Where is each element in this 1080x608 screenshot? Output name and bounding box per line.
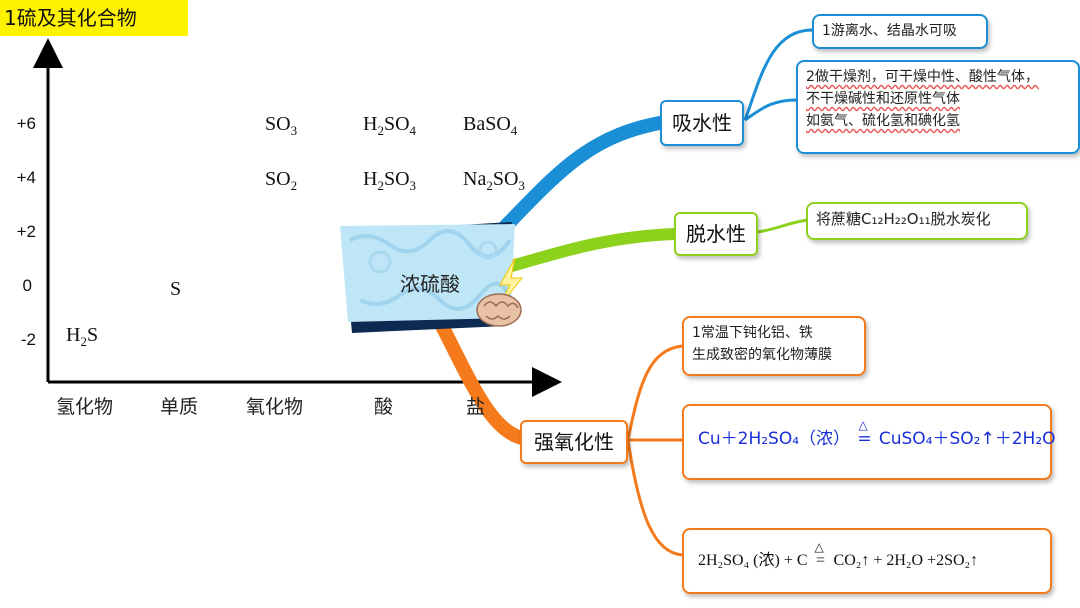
slide-title: 1硫及其化合物 (0, 0, 188, 36)
leaf-line: 如氨气、硫化氢和碘化氢 (806, 113, 960, 129)
equals-sign: = (816, 552, 826, 569)
leaf-line: 2做干燥剂，可干燥中性、酸性气体， (806, 69, 1039, 85)
branch-absorb-sub2 (744, 98, 798, 122)
leaf-line: 不干燥碱性和还原性气体 (806, 91, 960, 107)
branch-oxidize-curve (433, 315, 529, 445)
formula-baso4: BaSO4 (463, 113, 518, 138)
equation-2: 2H₂SO₄ (浓) + C △ = CO₂↑ + 2H₂O +2SO₂↑ (698, 540, 979, 572)
branch-node-absorb[interactable]: 吸水性 (660, 100, 744, 146)
equation-rhs: CO₂↑ + 2H₂O +2SO₂↑ (833, 552, 979, 569)
formula-s: S (170, 278, 182, 300)
y-tick-label: +2 (16, 222, 36, 241)
x-category-label: 盐 (466, 396, 486, 418)
formula-h2so4: H2SO4 (363, 113, 417, 138)
reaction-condition: △ = (812, 540, 830, 572)
leaf-line: 1常温下钝化铝、铁 (692, 325, 813, 341)
leaf-oxidize-1[interactable]: 1常温下钝化铝、铁 生成致密的氧化物薄膜 (682, 316, 866, 376)
formula-so2: SO2 (265, 168, 298, 193)
branch-node-oxidize[interactable]: 强氧化性 (520, 420, 628, 464)
y-tick-label: +4 (16, 168, 36, 187)
branch-dehydrate-curve (499, 228, 682, 274)
x-category-label: 氢化物 (56, 396, 114, 418)
formula-so3: SO3 (265, 113, 298, 138)
x-category-label: 酸 (374, 396, 394, 418)
equation-lhs: Cu＋2H₂SO₄（浓） (698, 429, 851, 449)
heat-symbol: △ (814, 540, 824, 554)
formula-h2so3: H2SO3 (363, 168, 417, 193)
leaf-dehydrate-1[interactable]: 将蔗糖C₁₂H₂₂O₁₁脱水炭化 (806, 202, 1028, 240)
brain-icon (476, 293, 522, 327)
branch-oxidize-sub1 (626, 344, 683, 441)
branch-absorb-sub1 (743, 28, 813, 121)
heat-symbol: △ (858, 418, 868, 432)
center-node-picture (340, 222, 515, 333)
y-tick-label: +6 (16, 114, 36, 133)
leaf-oxidize-equation-1[interactable]: Cu＋2H₂SO₄（浓） △ = CuSO₄＋SO₂↑＋2H₂O (682, 404, 1056, 480)
y-tick-label: 0 (22, 276, 32, 295)
leaf-line: 生成致密的氧化物薄膜 (692, 347, 832, 363)
branch-oxidize-sub3 (626, 439, 683, 557)
leaf-oxidize-equation-2[interactable]: 2H₂SO₄ (浓) + C △ = CO₂↑ + 2H₂O +2SO₂↑ (682, 528, 1052, 594)
x-category-label: 单质 (160, 396, 199, 418)
formula-h2s: H2S (66, 324, 99, 349)
branch-node-dehydrate[interactable]: 脱水性 (674, 212, 758, 256)
formula-na2so3: Na2SO3 (463, 168, 525, 193)
equation-lhs: 2H₂SO₄ (浓) + C (698, 552, 808, 569)
branch-dehydrate-sub (756, 218, 809, 234)
center-node-label[interactable]: 浓硫酸 (400, 272, 460, 296)
y-tick-label: -2 (20, 330, 36, 349)
leaf-absorb-2[interactable]: 2做干燥剂，可干燥中性、酸性气体， 不干燥碱性和还原性气体 如氨气、硫化氢和碘化… (796, 60, 1080, 154)
equals-sign: = (857, 429, 872, 449)
leaf-absorb-1[interactable]: 1游离水、结晶水可吸 (812, 14, 988, 49)
x-category-label: 氧化物 (246, 396, 304, 418)
equation-1: Cu＋2H₂SO₄（浓） △ = CuSO₄＋SO₂↑＋2H₂O (698, 418, 1056, 450)
reaction-condition: △ = (855, 418, 873, 450)
branch-absorb-curve (493, 115, 672, 239)
equation-rhs: CuSO₄＋SO₂↑＋2H₂O (878, 429, 1056, 449)
